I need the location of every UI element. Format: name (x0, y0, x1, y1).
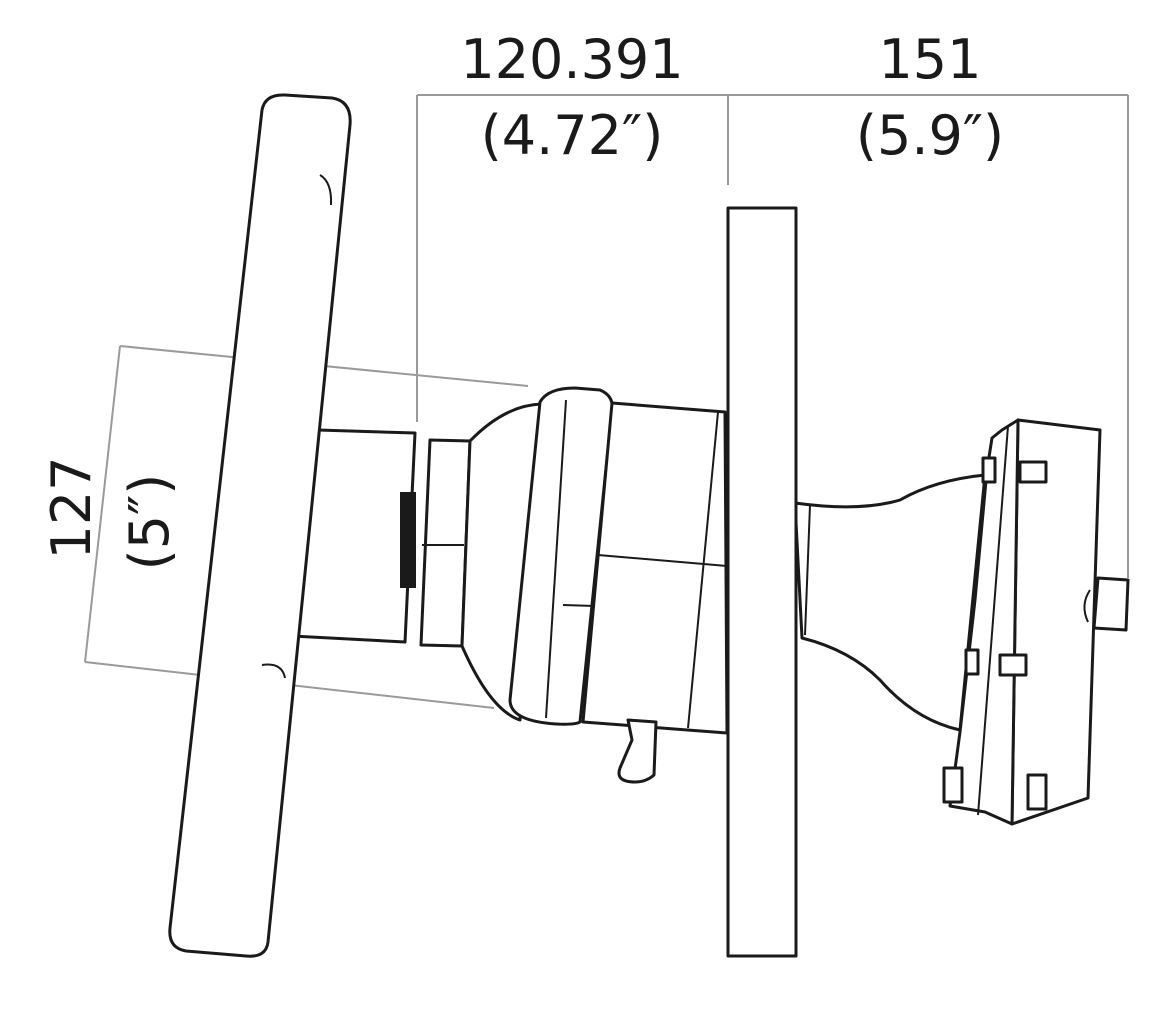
mount-stud-upper (1018, 460, 1048, 484)
depth-front-inch-label: (4.72″) (481, 104, 664, 167)
drive-shaft-collar (804, 504, 811, 636)
output-nub-detail (1083, 589, 1091, 623)
mount-bolt-lower-left (942, 766, 964, 804)
height-dimension-line (84, 345, 121, 663)
dashboard-panel (726, 206, 798, 958)
mount-stud-upper-left (981, 456, 997, 484)
gearbox-plate-edge (977, 425, 1009, 816)
drive-shaft (793, 473, 987, 732)
tilt-lever (617, 718, 658, 784)
bezel-inner-edge (545, 399, 567, 719)
wheel-grip-mark-top (319, 174, 333, 206)
height-mm-label: 127 (40, 456, 103, 559)
dimension-labels: 120.391 (4.72″) 151 (5.9″) 127 (5″) (40, 28, 1004, 570)
depth-rear-mm-label: 151 (878, 28, 981, 91)
mechanical-parts (168, 93, 1130, 958)
helm-body-flange (687, 411, 719, 729)
coupler-gasket (400, 492, 416, 588)
mount-stud-middle-left (964, 648, 980, 676)
wheel-grip-mark-bottom (261, 663, 286, 679)
mount-bolt-lower-right (1026, 773, 1048, 811)
helm-body-seam (597, 554, 728, 567)
depth-rear-inch-label: (5.9″) (856, 104, 1004, 167)
helm-body-notch (562, 604, 596, 607)
mount-stud-middle (998, 653, 1028, 677)
height-inch-label: (5″) (118, 474, 181, 571)
output-nub (1092, 576, 1130, 632)
depth-front-mm-label: 120.391 (460, 28, 683, 91)
steering-wheel (168, 93, 352, 958)
